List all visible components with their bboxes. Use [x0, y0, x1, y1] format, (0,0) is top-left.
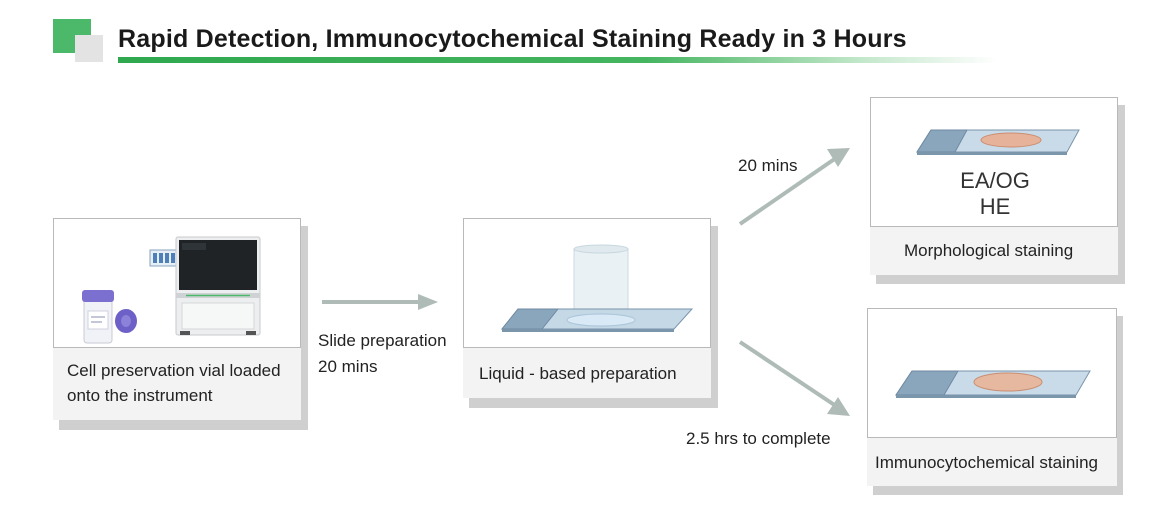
immuno-image	[867, 308, 1117, 438]
liquid-image	[463, 218, 711, 348]
stained-slide-icon	[895, 370, 1091, 398]
instrument-image	[53, 218, 301, 348]
slide-prep-time: 20 mins	[318, 357, 378, 376]
slide-prep-label: Slide preparation	[318, 331, 447, 350]
step-card-morphological: EA/OG HE Morphological staining	[870, 97, 1125, 284]
morphological-caption: Morphological staining	[870, 227, 1118, 275]
immuno-caption: Immunocytochemical staining	[867, 438, 1117, 486]
slide-rack-icon	[149, 249, 179, 267]
slide-with-sample-chamber-icon	[500, 244, 694, 332]
sample-vial-icon	[82, 290, 137, 344]
stained-slide-icon	[916, 129, 1080, 155]
upper-time-label: 20 mins	[738, 156, 798, 175]
arrow-right	[322, 294, 438, 310]
page-title: Rapid Detection, Immunocytochemical Stai…	[118, 25, 907, 53]
liquid-caption: Liquid - based preparation	[463, 348, 711, 398]
instrument-icon	[175, 236, 261, 336]
morphological-caption-text: Morphological staining	[904, 241, 1074, 260]
instrument-caption: Cell preservation vial loaded onto the i…	[53, 348, 301, 420]
stain-ea-og: EA/OG	[960, 168, 1030, 193]
instrument-caption-line2: onto the instrument	[67, 386, 213, 405]
instrument-caption-line1: Cell preservation vial loaded	[67, 361, 281, 380]
title-underline	[118, 57, 998, 63]
lower-time-label: 2.5 hrs to complete	[686, 429, 831, 448]
step-card-instrument: Cell preservation vial loaded onto the i…	[53, 218, 308, 430]
stain-he: HE	[979, 194, 1011, 219]
morphological-image: EA/OG HE	[870, 97, 1118, 227]
immuno-caption-text: Immunocytochemical staining	[875, 453, 1098, 472]
arrow-down-right	[738, 340, 850, 416]
logo-square-gray	[75, 35, 103, 62]
step-card-liquid: Liquid - based preparation	[463, 218, 718, 408]
liquid-caption-text: Liquid - based preparation	[479, 364, 677, 383]
arrow-up-right	[738, 148, 850, 226]
step-card-immuno: Immunocytochemical staining	[867, 308, 1123, 495]
